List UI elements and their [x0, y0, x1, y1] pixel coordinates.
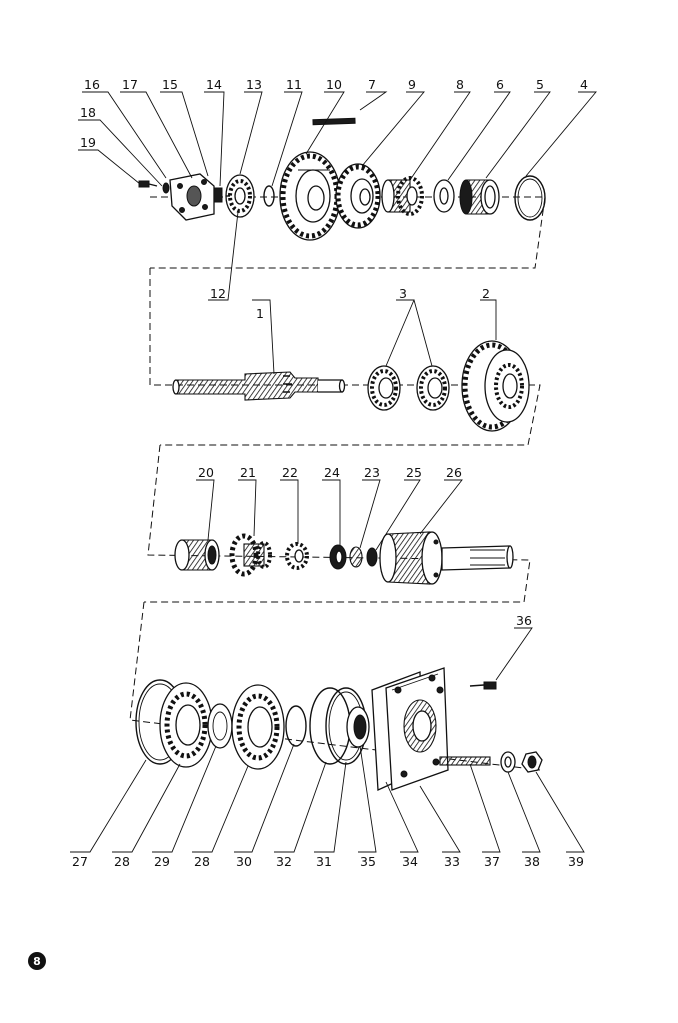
- callout-label: 34: [402, 854, 418, 869]
- part-7-key: [312, 117, 356, 126]
- row-3-assembly: [144, 444, 531, 603]
- callout-label: 26: [446, 465, 462, 480]
- part-39-nut: [521, 751, 543, 773]
- callout-label: 39: [568, 854, 584, 869]
- part-20-sleeve: [174, 539, 220, 571]
- callout-label: 5: [536, 77, 544, 92]
- callout-label: 3: [399, 286, 407, 301]
- callout-label: 7: [368, 77, 376, 92]
- callout-label: 18: [80, 105, 96, 120]
- callout-label: 24: [324, 465, 340, 480]
- callout-labels: 1 2 3 4 5 6 7 8 9 10 11 12 13 14 15 16 1…: [72, 77, 588, 869]
- callout-label: 1: [256, 306, 264, 321]
- part-21-gear: [229, 533, 272, 577]
- part-16-17-cover: [169, 173, 215, 221]
- callout-label: 10: [326, 77, 342, 92]
- callout-label: 23: [364, 465, 380, 480]
- callout-label: 27: [72, 854, 88, 869]
- part-18-washer: [162, 182, 170, 194]
- callout-label: 33: [444, 854, 460, 869]
- callout-label: 38: [524, 854, 540, 869]
- part-11-ring: [263, 185, 275, 207]
- part-9-gear: [335, 163, 381, 229]
- callout-label: 28: [114, 854, 130, 869]
- callout-label: 16: [84, 77, 100, 92]
- callout-label: 12: [210, 286, 226, 301]
- callout-label: 30: [236, 854, 252, 869]
- callout-label: 22: [282, 465, 298, 480]
- row-2-assembly: [149, 268, 541, 446]
- callout-label: 2: [482, 286, 490, 301]
- page-number-mark: 8: [28, 952, 46, 970]
- callout-label: 14: [206, 77, 222, 92]
- callout-label: 9: [408, 77, 416, 92]
- part-33-plate: [385, 667, 449, 791]
- label-underlines: [70, 91, 596, 853]
- part-36-bolt: [469, 681, 497, 690]
- part-1-shaft: [172, 371, 346, 401]
- callout-label: 37: [484, 854, 500, 869]
- part-35-seal: [346, 706, 370, 748]
- part-25-seal: [366, 547, 378, 567]
- callout-label: 28: [194, 854, 210, 869]
- row-4-assembly: [129, 601, 543, 791]
- part-24-ring: [329, 544, 347, 570]
- part-28-bearing-b: [231, 684, 285, 770]
- callout-label: 31: [316, 854, 332, 869]
- callout-label: 29: [154, 854, 170, 869]
- callout-label: 20: [198, 465, 214, 480]
- part-23-spacer: [349, 546, 363, 568]
- callout-label: 25: [406, 465, 422, 480]
- part-3-bearings: [367, 365, 450, 411]
- callout-label: 35: [360, 854, 376, 869]
- callout-label: 6: [496, 77, 504, 92]
- callout-label: 11: [286, 77, 302, 92]
- part-29-ring: [207, 703, 233, 749]
- callout-label: 21: [240, 465, 256, 480]
- part-22-gear: [285, 542, 309, 570]
- part-19-screw: [138, 180, 158, 188]
- part-5-sleeve: [459, 179, 500, 215]
- part-38-washer: [500, 751, 516, 773]
- part-30-o-ring: [285, 705, 307, 747]
- callout-label: 8: [456, 77, 464, 92]
- callout-label: 17: [122, 77, 138, 92]
- row-1-assembly: [138, 117, 546, 269]
- part-37-stud: [439, 756, 491, 766]
- page-number: 8: [33, 955, 41, 968]
- part-6-washer: [433, 179, 455, 213]
- callout-label: 4: [580, 77, 588, 92]
- callout-label: 19: [80, 135, 96, 150]
- part-26-flange-shaft: [379, 531, 514, 585]
- callout-label: 13: [246, 77, 262, 92]
- part-28-bearing-a: [159, 682, 213, 768]
- callout-label: 15: [162, 77, 178, 92]
- callout-label: 32: [276, 854, 292, 869]
- part-14-seal: [213, 187, 223, 203]
- part-13-bearing: [225, 174, 255, 218]
- part-8-gear: [381, 176, 424, 216]
- part-10-gear: [279, 151, 341, 241]
- callout-label: 36: [516, 613, 532, 628]
- part-4-snap-ring: [514, 175, 546, 221]
- part-2-gear: [461, 340, 530, 432]
